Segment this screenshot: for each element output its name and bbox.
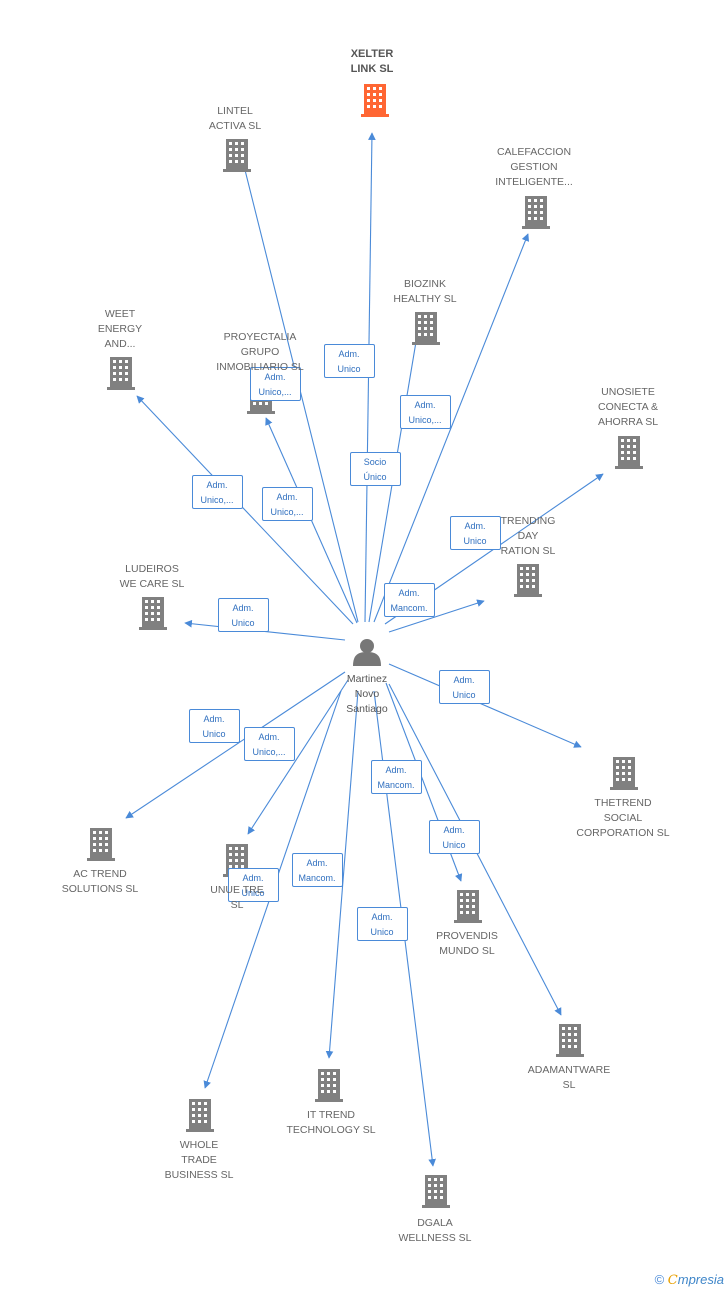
role-label-adamantware[interactable]: Adm. Unico (428, 820, 480, 854)
company-label-ittrend[interactable]: IT TREND TECHNOLOGY SL (286, 1109, 376, 1136)
company-label-proyectalia[interactable]: PROYECTALIA GRUPO INMOBILIARIO SL (216, 331, 304, 373)
building-icon-xelter[interactable] (361, 84, 389, 117)
edge-ittrend (325, 690, 359, 1059)
company-label-biozink[interactable]: BIOZINK HEALTHY SL (393, 278, 457, 305)
building-icon-actrend[interactable] (87, 828, 115, 861)
role-label-unue[interactable]: Adm. Unico,... (243, 727, 295, 761)
building-icon-ittrend[interactable] (315, 1069, 343, 1102)
building-icon-lintel[interactable] (223, 139, 251, 172)
copyright-icon: © (654, 1272, 665, 1287)
company-label-trending[interactable]: TRENDING DAY RATION SL (500, 515, 556, 557)
company-label-ludeiros[interactable]: LUDEIROS WE CARE SL (119, 563, 185, 590)
role-label-proyectalia[interactable]: Adm. Unico,... (261, 487, 313, 521)
company-label-whole[interactable]: WHOLE TRADE BUSINESS SL (164, 1139, 234, 1181)
role-label-biozink[interactable]: Socio Único (349, 452, 401, 486)
brand-name: mpresia (677, 1272, 724, 1287)
company-label-adamantware[interactable]: ADAMANTWARE SL (527, 1064, 611, 1091)
building-icon-provendis[interactable] (454, 890, 482, 923)
person-icon[interactable] (353, 639, 381, 666)
role-label-unosiete[interactable]: Adm. Unico (449, 516, 501, 550)
building-icon-ludeiros[interactable] (139, 597, 167, 630)
role-label-calefaccion[interactable]: Adm. Unico,... (399, 395, 451, 429)
person-name[interactable]: Martinez Novo Santiago (346, 673, 388, 715)
company-label-unue[interactable]: UNUE TRE SL (210, 884, 264, 911)
company-label-provendis[interactable]: PROVENDIS MUNDO SL (436, 930, 498, 957)
edge-unue (247, 679, 349, 835)
building-icon-trending[interactable] (514, 564, 542, 597)
role-label-dgala[interactable]: Adm. Unico (356, 907, 408, 941)
building-icon-weet[interactable] (107, 357, 135, 390)
role-label-trending[interactable]: Adm. Mancom. (383, 583, 435, 617)
building-icon-calefaccion[interactable] (522, 196, 550, 229)
edge-trending (388, 599, 485, 633)
edge-weet (136, 395, 354, 625)
company-label-calefaccion[interactable]: CALEFACCION GESTION INTELIGENTE... (495, 146, 573, 188)
company-label-xelter[interactable]: XELTER LINK SL (350, 48, 394, 75)
brand-initial: C (667, 1273, 678, 1288)
building-icon-whole[interactable] (186, 1099, 214, 1132)
role-label-xelter[interactable]: Adm. Unico (323, 344, 375, 378)
company-label-dgala[interactable]: DGALA WELLNESS SL (398, 1217, 472, 1244)
company-label-actrend[interactable]: AC TREND SOLUTIONS SL (61, 868, 139, 895)
role-label-actrend[interactable]: Adm. Unico (188, 709, 240, 743)
role-label-lintel[interactable]: Adm. Unico,... (249, 367, 301, 401)
role-label-thetrend[interactable]: Adm. Unico (438, 670, 490, 704)
edge-actrend (125, 671, 346, 819)
company-label-lintel[interactable]: LINTEL ACTIVA SL (208, 105, 262, 132)
footer-brand: © Cmpresia (655, 1272, 724, 1288)
role-label-provendis[interactable]: Adm. Mancom. (370, 760, 422, 794)
building-icon-unosiete[interactable] (615, 436, 643, 469)
role-label-ittrend[interactable]: Adm. Mancom. (291, 853, 343, 887)
role-label-weet[interactable]: Adm. Unico,... (191, 475, 243, 509)
edge-calefaccion (373, 233, 530, 623)
building-icon-biozink[interactable] (412, 312, 440, 345)
company-label-thetrend[interactable]: THETREND SOCIAL CORPORATION SL (576, 797, 670, 839)
building-icon-adamantware[interactable] (556, 1024, 584, 1057)
company-label-weet[interactable]: WEET ENERGY AND... (97, 308, 143, 350)
edge-thetrend (388, 663, 582, 748)
role-label-ludeiros[interactable]: Adm. Unico (217, 598, 269, 632)
building-icon-dgala[interactable] (422, 1175, 450, 1208)
role-label-whole[interactable]: Adm. Unico (227, 868, 279, 902)
building-icon-thetrend[interactable] (610, 757, 638, 790)
company-label-unosiete[interactable]: UNOSIETE CONECTA & AHORRA SL (597, 386, 659, 428)
